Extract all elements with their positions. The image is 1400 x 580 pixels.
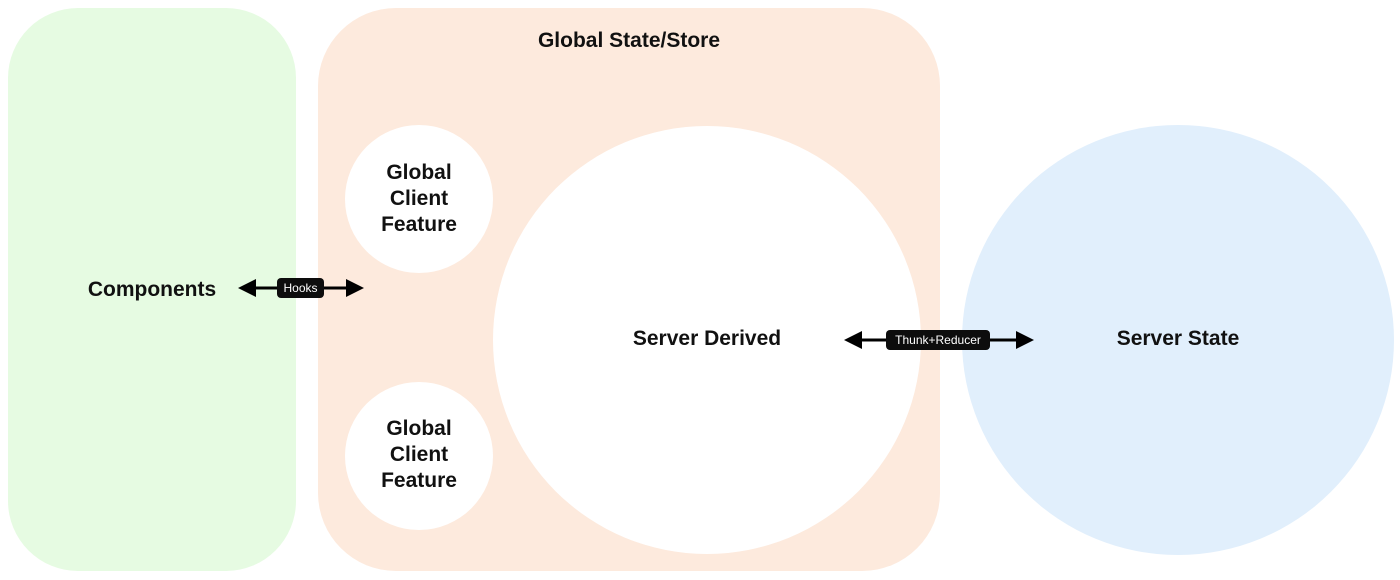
thunk-reducer-connection-label: Thunk+Reducer <box>886 330 990 350</box>
hooks-arrowhead-left <box>238 279 256 297</box>
global-client-feature-label-top: Global Client Feature <box>381 161 457 236</box>
components-label: Components <box>87 278 217 301</box>
global-client-feature-label-bottom: Global Client Feature <box>381 417 457 492</box>
global-store-title: Global State/Store <box>537 29 721 52</box>
hooks-connection-label: Hooks <box>277 278 324 298</box>
global-client-feature-circle-bottom <box>345 382 493 530</box>
thunk-reducer-arrowhead-left <box>844 331 862 349</box>
server-state-label: Server State <box>1116 327 1240 350</box>
server-derived-label: Server Derived <box>632 327 782 350</box>
global-client-feature-circle-top <box>345 125 493 273</box>
thunk-reducer-arrowhead-right <box>1016 331 1034 349</box>
hooks-arrowhead-right <box>346 279 364 297</box>
